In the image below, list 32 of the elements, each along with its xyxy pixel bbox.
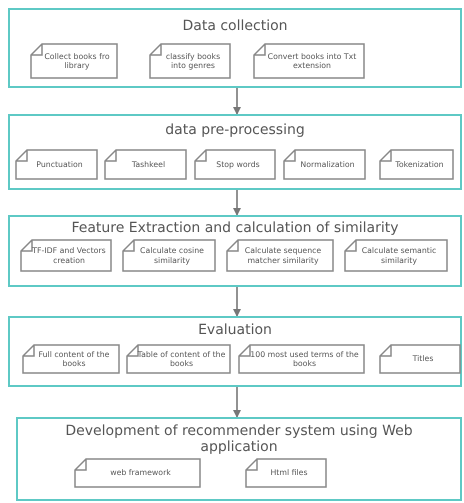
arrow [233,287,241,317]
note-box [226,239,334,272]
note-box [238,344,365,374]
note-box [74,458,201,488]
note-box [344,239,448,272]
arrow [233,88,241,115]
note-box [30,43,118,79]
stage-panel [8,8,462,88]
note-box [20,239,112,272]
stage-panel [16,417,462,501]
note-box [379,149,454,180]
note-box [22,344,120,374]
stage-title: Feature Extraction and calculation of similarity [70,220,400,236]
stage-title: Development of recommender system using Web application [64,423,414,455]
stage-title: Evaluation [197,322,273,338]
note-box [122,239,216,272]
arrow [233,190,241,216]
note-box [126,344,231,374]
note-box [15,149,98,180]
note-box [283,149,366,180]
stage-title: data pre-processing [164,122,306,138]
note-box [253,43,365,79]
note-box [245,458,327,488]
stage-panel [8,114,462,190]
arrow [233,387,241,418]
stage-title: Data collection [181,18,289,34]
note-box [104,149,187,180]
note-box [149,43,231,79]
stage-panel [8,215,462,287]
note-box [194,149,276,180]
stage-panel [8,316,462,387]
note-box [379,344,461,374]
